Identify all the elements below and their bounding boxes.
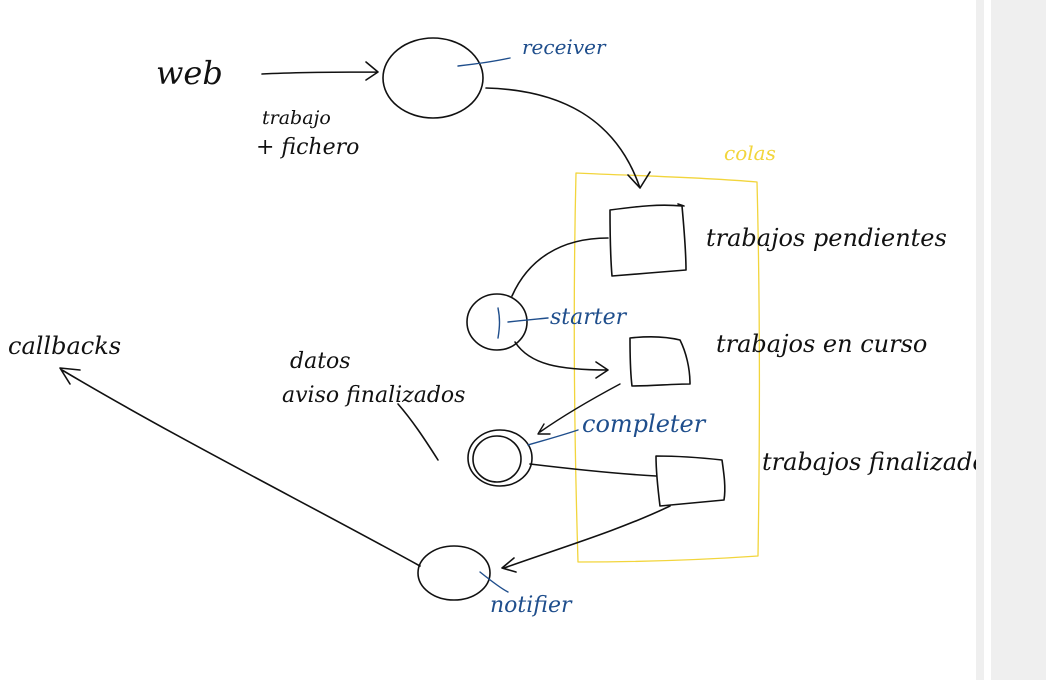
inprogress-label: trabajos en curso — [716, 330, 927, 358]
web-label: web — [156, 54, 223, 92]
diagram-canvas: colas web trabajo + fichero receiver tra… — [8, 35, 999, 618]
pending-to-starter-line — [511, 237, 609, 297]
starter-label: starter — [550, 305, 628, 330]
starter-to-inprogress-arrow — [514, 341, 609, 379]
receiver-tick — [457, 57, 511, 67]
web-to-receiver-arrow — [261, 61, 379, 81]
data-notice-pointer — [397, 403, 439, 461]
inprogress-queue-box — [629, 335, 691, 387]
data-notice-label-line1: datos — [290, 349, 351, 374]
starter-tick — [497, 307, 549, 339]
notifier-to-callbacks-arrow — [59, 367, 421, 567]
notifier-tick — [479, 571, 509, 593]
scrollbar-thumb[interactable] — [984, 0, 991, 680]
finished-to-notifier-arrow — [501, 505, 671, 573]
receiver-label: receiver — [522, 35, 607, 59]
pending-bracket — [677, 203, 685, 207]
completer-node — [467, 429, 533, 487]
input-label-line1: trabajo — [262, 107, 331, 129]
completer-to-finished-line — [529, 463, 657, 477]
receiver-to-pending-arrow — [485, 87, 651, 189]
input-label-line2: + fichero — [256, 135, 359, 160]
vertical-scrollbar[interactable] — [976, 0, 1046, 680]
queues-container — [573, 172, 761, 563]
queues-label: colas — [724, 141, 776, 165]
pending-queue-box — [609, 204, 687, 277]
callbacks-label: callbacks — [8, 332, 121, 360]
finished-label: trabajos finalizados — [762, 448, 976, 476]
completer-node-inner — [472, 435, 522, 483]
notifier-node — [417, 545, 491, 601]
completer-label: completer — [582, 410, 707, 438]
starter-node — [466, 293, 528, 351]
diagram-svg: colas web trabajo + fichero receiver tra… — [8, 35, 999, 618]
inprogress-to-completer-arrow — [537, 383, 621, 435]
data-notice-label-line2: aviso finalizados — [282, 383, 465, 408]
receiver-node — [382, 37, 484, 119]
completer-tick — [527, 429, 579, 446]
pending-label: trabajos pendientes — [706, 224, 947, 252]
finished-queue-box — [655, 455, 726, 507]
notifier-label: notifier — [490, 593, 573, 618]
